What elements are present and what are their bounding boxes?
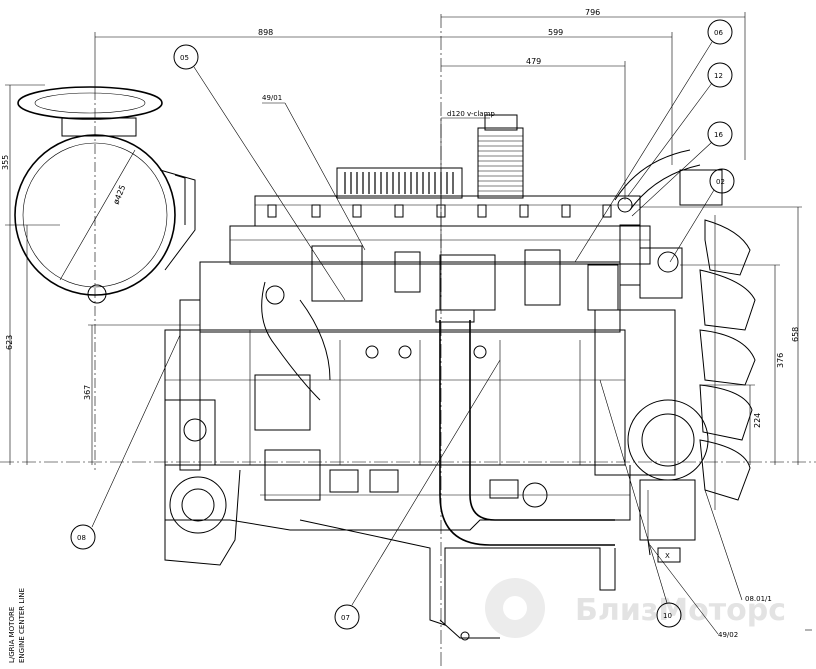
- watermark: БлизМоторс: [485, 578, 786, 638]
- callout-12: 12: [714, 72, 723, 80]
- dim-796: 796: [585, 8, 600, 17]
- dim-599: 599: [548, 28, 563, 37]
- callout-07: 07: [341, 614, 350, 622]
- callout-08: 08: [77, 534, 86, 542]
- dim-479: 479: [526, 57, 541, 66]
- callout-16: 16: [714, 131, 723, 139]
- dim-367: 367: [83, 385, 92, 400]
- x-marker: X: [665, 552, 670, 560]
- dim-376: 376: [776, 353, 785, 368]
- center-lines: [0, 14, 816, 669]
- vertical-note-2: ENGINE CENTER LINE: [18, 588, 26, 663]
- callout-06: 06: [714, 29, 723, 37]
- gear-logo-icon: [485, 578, 545, 638]
- notes: 49/01 d120 v-clamp 08.01/1 49/02 L/GRIA …: [8, 94, 812, 663]
- dim-898: 898: [258, 28, 273, 37]
- dim-658: 658: [791, 327, 800, 342]
- breather-ribs: [478, 135, 523, 192]
- callout-05: 05: [180, 54, 189, 62]
- dim-355: 355: [1, 155, 10, 170]
- air-filter: ø425: [14, 86, 196, 304]
- dim-623: 623: [5, 335, 14, 350]
- label-plate-hatch: [344, 172, 454, 194]
- note-clamp: d120 v-clamp: [447, 110, 495, 118]
- dimension-lines: [5, 12, 802, 465]
- note-0801: 08.01/1: [745, 595, 772, 603]
- dim-224: 224: [753, 413, 762, 428]
- note-4902: 49/02: [718, 631, 738, 639]
- note-4901: 49/01: [262, 94, 282, 102]
- engine-block: X: [164, 114, 756, 641]
- callout-10: 10: [663, 612, 672, 620]
- callouts: 05 06 12 16 02 08 07 10: [70, 19, 735, 630]
- callout-02: 02: [716, 178, 725, 186]
- cover-studs: [267, 204, 612, 218]
- vertical-note-1: L/GRIA MOTORE: [8, 607, 16, 663]
